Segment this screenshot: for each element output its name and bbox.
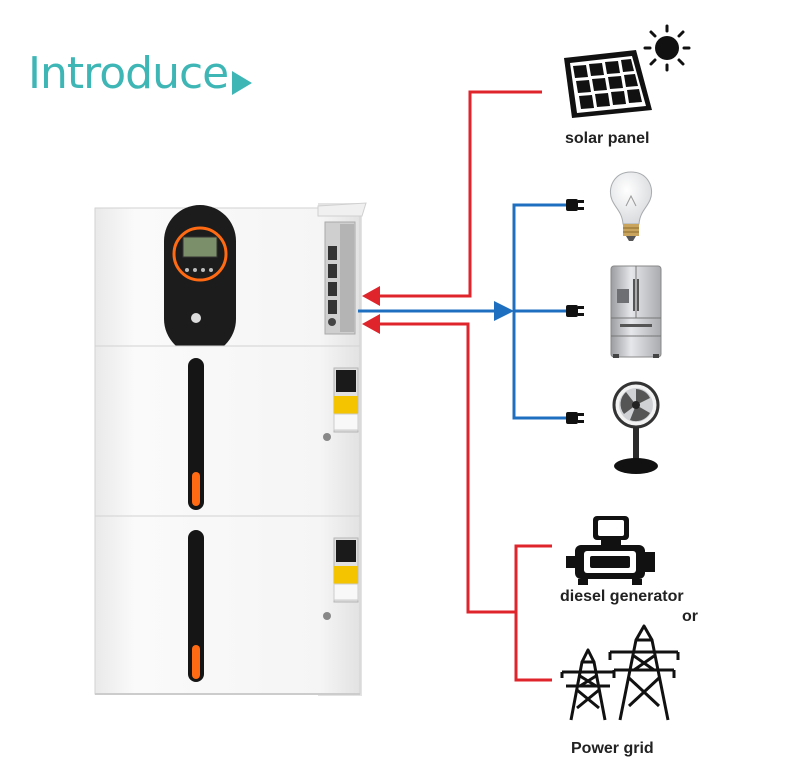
- battery-2-switch: [336, 540, 356, 562]
- lcd-display: [182, 236, 218, 258]
- diesel-generator-icon: [566, 516, 655, 585]
- diesel-generator-label: diesel generator: [560, 588, 684, 605]
- solar-panel-icon: [564, 50, 652, 118]
- solar-input-line: [376, 90, 542, 298]
- battery-module-1: [94, 345, 361, 517]
- standing-fan-icon: [612, 381, 660, 474]
- solar-input-arrowhead: [362, 286, 380, 306]
- battery-2-light-bar: [188, 530, 204, 682]
- page-title: Introduce: [28, 48, 229, 99]
- display-ring: [172, 226, 228, 282]
- sun-icon: [643, 24, 691, 72]
- solar-panel-label: solar panel: [565, 130, 650, 147]
- plug-icon: [566, 305, 584, 317]
- power-grid-label: Power grid: [571, 740, 654, 757]
- inverter-battery-unit: [94, 202, 367, 696]
- light-bulb-icon: [609, 171, 653, 241]
- load-output-arrowhead: [494, 301, 514, 321]
- refrigerator-icon: [610, 265, 662, 358]
- battery-1-switch: [336, 370, 356, 392]
- generator-grid-bus: [514, 544, 552, 682]
- plug-icon: [566, 199, 584, 211]
- power-button-icon: [191, 313, 201, 323]
- generator-grid-input-arrowhead: [362, 314, 380, 334]
- generator-grid-input-line: [376, 322, 516, 614]
- transmission-tower-icon: [560, 624, 680, 721]
- battery-module-2: [94, 515, 361, 695]
- battery-1-light-bar: [188, 358, 204, 510]
- play-arrow-icon: [232, 71, 252, 95]
- plug-icon: [566, 412, 584, 424]
- or-label: or: [682, 608, 698, 625]
